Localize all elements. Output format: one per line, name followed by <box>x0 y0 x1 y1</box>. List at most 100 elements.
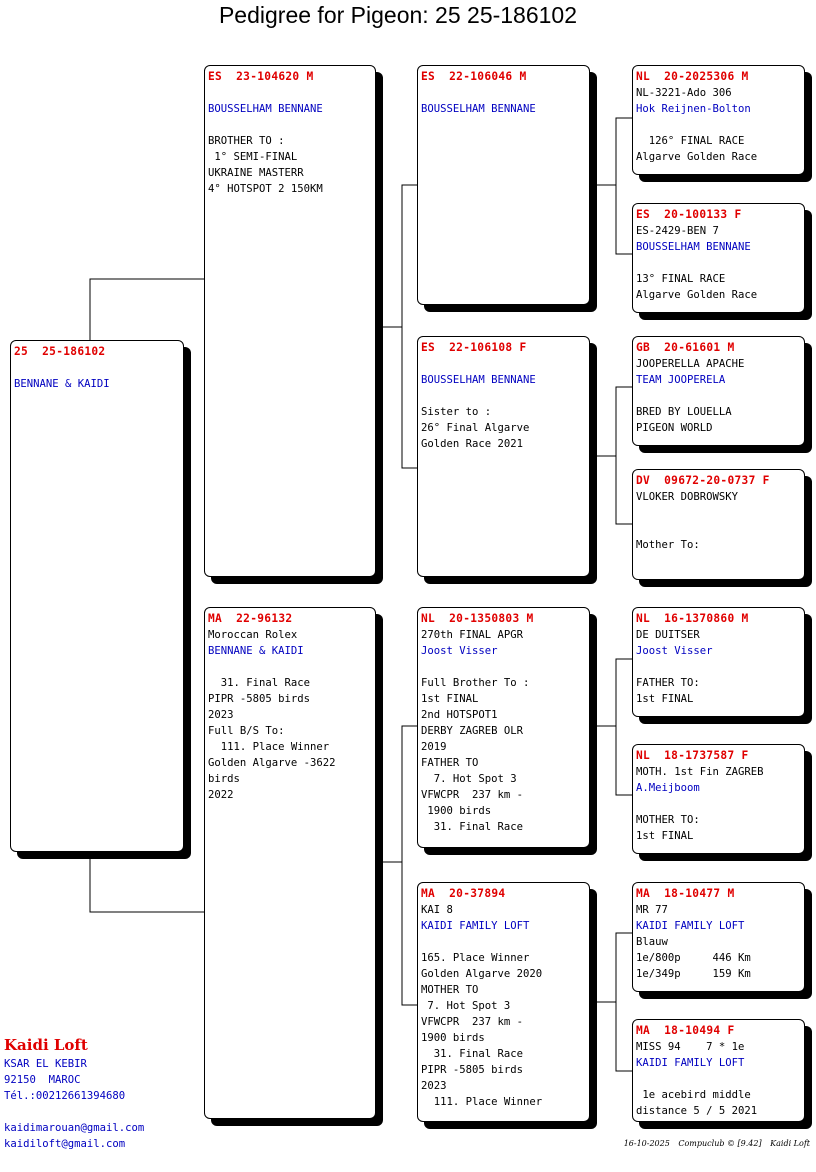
breeder-email[interactable]: kaidiloft@gmail.com <box>4 1138 126 1150</box>
pigeon-note: UKRAINE MASTERR <box>208 167 304 179</box>
pigeon-note <box>636 659 801 675</box>
pigeon-note: VFWCPR 237 km - <box>421 1016 524 1028</box>
pigeon-owner: Hok Reijnen-Bolton <box>636 103 751 115</box>
pigeon-owner: Joost Visser <box>421 645 498 657</box>
blank-line <box>14 360 180 376</box>
breeder-phone: Tél.:00212661394680 <box>4 1090 126 1102</box>
pigeon-name: VLOKER DOBROWSKY <box>636 491 739 503</box>
pigeon-note: 1e/800p 446 Km <box>636 952 751 964</box>
breeder-info: Kaidi Loft KSAR EL KEBIR 92150 MAROC Tél… <box>4 1034 144 1152</box>
pigeon-owner: KAIDI FAMILY LOFT <box>636 920 745 932</box>
pigeon-name: DE DUITSER <box>636 629 700 641</box>
footer-loft: Kaidi Loft <box>770 1139 810 1148</box>
breeder-address-line: 92150 MAROC <box>4 1074 81 1086</box>
pigeon-card-sdd[interactable]: DV 09672-20-0737 F VLOKER DOBROWSKY Mother… <box>632 469 805 580</box>
pigeon-note: DERBY ZAGREB OLR <box>421 725 524 737</box>
pigeon-name: MR 77 <box>636 904 668 916</box>
pigeon-note: Mother To: <box>636 539 700 551</box>
blank-line <box>421 85 586 101</box>
pigeon-note <box>636 388 801 404</box>
pigeon-note: MOTHER TO <box>421 984 479 996</box>
blank-line <box>421 934 586 950</box>
pigeon-note: Blauw <box>636 936 668 948</box>
page-title: Pedigree for Pigeon: 25 25-186102 <box>218 2 578 28</box>
pigeon-owner: BENNANE & KAIDI <box>14 378 110 390</box>
pigeon-note: 31. Final Race <box>208 677 311 689</box>
pigeon-ring-number: 25 25-186102 <box>14 345 106 358</box>
pigeon-name: Moroccan Rolex <box>208 629 298 641</box>
pigeon-note: PIPR -5805 birds <box>421 1064 524 1076</box>
pigeon-name: MOTH. 1st Fin ZAGREB <box>636 766 764 778</box>
pigeon-ring-number: NL 20-2025306 M <box>636 70 749 83</box>
pigeon-card-ssd[interactable]: ES 20-100133 F ES-2429-BEN 7 BOUSSELHAM BE… <box>632 203 805 313</box>
pigeon-note: 2023 <box>421 1080 447 1092</box>
pigeon-owner: BENNANE & KAIDI <box>208 645 304 657</box>
breeder-email[interactable]: kaidimarouan@gmail.com <box>4 1122 145 1134</box>
pigeon-note: distance 5 / 5 2021 <box>636 1105 758 1117</box>
pigeon-note: PIPR -5805 birds <box>208 693 311 705</box>
pigeon-note: 1900 birds <box>421 1032 485 1044</box>
pigeon-note: FATHER TO: <box>636 677 700 689</box>
blank-line <box>421 659 586 675</box>
pigeon-note <box>636 1071 801 1087</box>
pigeon-owner: Joost Visser <box>636 645 713 657</box>
pigeon-note: 2023 <box>208 709 234 721</box>
pigeon-note: 126° FINAL RACE <box>636 135 745 147</box>
pigeon-ring-number: NL 20-1350803 M <box>421 612 534 625</box>
pigeon-owner: BOUSSELHAM BENNANE <box>421 103 536 115</box>
pigeon-note: 7. Hot Spot 3 <box>421 1000 511 1012</box>
footer-date: 16-10-2025 <box>623 1139 670 1148</box>
blank-line <box>421 356 586 372</box>
pigeon-note <box>636 255 801 271</box>
pigeon-note <box>636 521 801 537</box>
pigeon-note: 1st FINAL <box>636 693 694 705</box>
pigeon-note: 111. Place Winner <box>208 741 330 753</box>
pigeon-ring-number: MA 18-10494 F <box>636 1024 735 1037</box>
pigeon-ring-number: NL 18-1737587 F <box>636 749 749 762</box>
pigeon-note: 31. Final Race <box>421 1048 524 1060</box>
pigeon-name: JOOPERELLA APACHE <box>636 358 745 370</box>
pigeon-ring-number: ES 20-100133 F <box>636 208 742 221</box>
pigeon-note: BRED BY LOUELLA <box>636 406 732 418</box>
pigeon-name: NL-3221-Ado 306 <box>636 87 732 99</box>
blank-line <box>421 388 586 404</box>
pigeon-note: 1e acebird middle <box>636 1089 751 1101</box>
pigeon-note <box>636 796 801 812</box>
pigeon-owner: BOUSSELHAM BENNANE <box>421 374 536 386</box>
pigeon-name: ES-2429-BEN 7 <box>636 225 719 237</box>
pigeon-note: 1st FINAL <box>636 830 694 842</box>
breeder-address-line: KSAR EL KEBIR <box>4 1058 87 1070</box>
pigeon-note: 26° Final Algarve <box>421 422 530 434</box>
pigeon-note: 111. Place Winner <box>421 1096 543 1108</box>
pigeon-owner: BOUSSELHAM BENNANE <box>636 241 751 253</box>
pigeon-ring-number: GB 20-61601 M <box>636 341 735 354</box>
pigeon-note: BROTHER TO : <box>208 135 285 147</box>
pigeon-note: 1° SEMI-FINAL <box>208 151 298 163</box>
pigeon-note: Golden Race 2021 <box>421 438 524 450</box>
pigeon-note: 7. Hot Spot 3 <box>421 773 517 785</box>
pigeon-ring-number: MA 20-37894 <box>421 887 506 900</box>
pigeon-note: Golden Algarve 2020 <box>421 968 543 980</box>
pigeon-owner <box>636 505 801 521</box>
pigeon-ring-number: DV 09672-20-0737 F <box>636 474 770 487</box>
blank-line <box>208 117 372 133</box>
pigeon-note: 2022 <box>208 789 234 801</box>
pigeon-owner: KAIDI FAMILY LOFT <box>421 920 530 932</box>
pigeon-note: 1st FINAL <box>421 693 479 705</box>
pigeon-owner: BOUSSELHAM BENNANE <box>208 103 323 115</box>
pigeon-note: FATHER TO <box>421 757 479 769</box>
